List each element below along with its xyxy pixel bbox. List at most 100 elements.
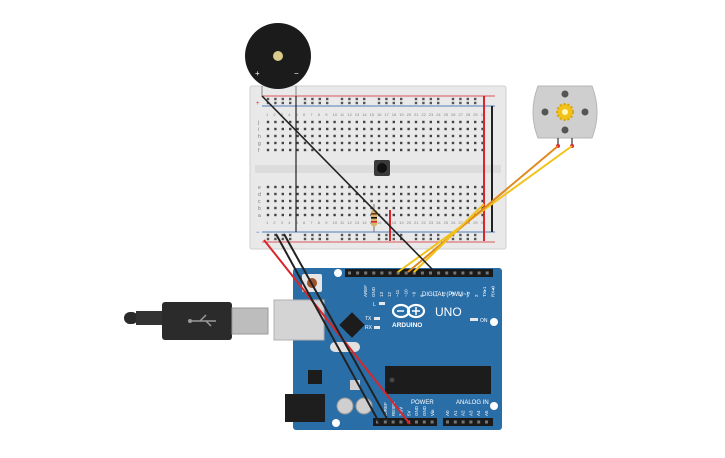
breadboard-hole[interactable] — [318, 185, 321, 189]
breadboard-hole[interactable] — [281, 120, 284, 124]
header-pin[interactable] — [477, 271, 481, 275]
breadboard-hole[interactable] — [422, 233, 425, 237]
breadboard-hole[interactable] — [326, 206, 329, 210]
breadboard-hole[interactable] — [355, 127, 358, 131]
breadboard-hole[interactable] — [466, 141, 469, 145]
breadboard-hole[interactable] — [355, 134, 358, 138]
header-pin[interactable] — [380, 271, 384, 275]
breadboard-hole[interactable] — [363, 185, 366, 189]
breadboard-hole[interactable] — [326, 192, 329, 196]
breadboard-hole[interactable] — [385, 185, 388, 189]
breadboard-hole[interactable] — [326, 148, 329, 152]
breadboard-hole[interactable] — [466, 237, 469, 241]
breadboard-hole[interactable] — [437, 192, 440, 196]
breadboard-hole[interactable] — [333, 148, 336, 152]
breadboard-hole[interactable] — [340, 206, 344, 210]
breadboard-hole[interactable] — [377, 134, 381, 138]
breadboard-hole[interactable] — [340, 233, 344, 237]
breadboard-hole[interactable] — [281, 185, 284, 189]
breadboard-hole[interactable] — [274, 233, 277, 237]
breadboard-hole[interactable] — [333, 141, 336, 145]
breadboard-hole[interactable] — [466, 127, 469, 131]
breadboard-hole[interactable] — [296, 206, 299, 210]
breadboard-hole[interactable] — [348, 192, 351, 196]
wire-red-5v[interactable] — [263, 239, 411, 425]
breadboard-hole[interactable] — [400, 134, 403, 138]
breadboard-hole[interactable] — [444, 192, 447, 196]
header-pin[interactable] — [376, 420, 379, 424]
breadboard-hole[interactable] — [444, 120, 447, 124]
breadboard-hole[interactable] — [466, 213, 469, 217]
breadboard-hole[interactable] — [451, 192, 455, 196]
wire-black-buzzer-signal[interactable] — [261, 95, 436, 273]
breadboard-hole[interactable] — [326, 213, 329, 217]
breadboard-hole[interactable] — [414, 213, 418, 217]
breadboard-hole[interactable] — [289, 127, 292, 131]
breadboard-hole[interactable] — [311, 97, 314, 101]
breadboard-hole[interactable] — [414, 237, 418, 241]
push-button-cap[interactable] — [377, 163, 387, 173]
breadboard-hole[interactable] — [474, 199, 477, 203]
breadboard-hole[interactable] — [429, 237, 432, 241]
breadboard-hole[interactable] — [296, 134, 299, 138]
breadboard-hole[interactable] — [385, 199, 388, 203]
breadboard-hole[interactable] — [363, 101, 366, 105]
breadboard-hole[interactable] — [392, 127, 395, 131]
breadboard-hole[interactable] — [318, 233, 321, 237]
breadboard-hole[interactable] — [355, 185, 358, 189]
breadboard-hole[interactable] — [303, 101, 307, 105]
breadboard-hole[interactable] — [340, 134, 344, 138]
breadboard-hole[interactable] — [340, 148, 344, 152]
breadboard-hole[interactable] — [303, 120, 307, 124]
breadboard-hole[interactable] — [481, 185, 484, 189]
breadboard-hole[interactable] — [303, 185, 307, 189]
breadboard-hole[interactable] — [311, 148, 314, 152]
breadboard-hole[interactable] — [303, 127, 307, 131]
breadboard-hole[interactable] — [429, 141, 432, 145]
breadboard-hole[interactable] — [407, 206, 410, 210]
breadboard-hole[interactable] — [444, 134, 447, 138]
breadboard-hole[interactable] — [407, 213, 410, 217]
breadboard-hole[interactable] — [459, 141, 462, 145]
breadboard-hole[interactable] — [318, 134, 321, 138]
breadboard-hole[interactable] — [303, 237, 307, 241]
breadboard-hole[interactable] — [385, 148, 388, 152]
breadboard-hole[interactable] — [414, 97, 418, 101]
breadboard-hole[interactable] — [318, 206, 321, 210]
push-button[interactable] — [374, 160, 390, 176]
breadboard-hole[interactable] — [311, 233, 314, 237]
breadboard-hole[interactable] — [385, 206, 388, 210]
breadboard-hole[interactable] — [451, 134, 455, 138]
breadboard-hole[interactable] — [363, 120, 366, 124]
breadboard-hole[interactable] — [318, 141, 321, 145]
breadboard-hole[interactable] — [348, 233, 351, 237]
breadboard-hole[interactable] — [437, 120, 440, 124]
breadboard-hole[interactable] — [363, 97, 366, 101]
breadboard-hole[interactable] — [348, 213, 351, 217]
breadboard-hole[interactable] — [414, 206, 418, 210]
breadboard-hole[interactable] — [459, 148, 462, 152]
breadboard-hole[interactable] — [392, 206, 395, 210]
breadboard-hole[interactable] — [474, 206, 477, 210]
breadboard-hole[interactable] — [429, 206, 432, 210]
breadboard-hole[interactable] — [385, 101, 388, 105]
breadboard-hole[interactable] — [481, 199, 484, 203]
breadboard-hole[interactable] — [385, 233, 388, 237]
breadboard-hole[interactable] — [474, 233, 477, 237]
breadboard-hole[interactable] — [326, 199, 329, 203]
breadboard-hole[interactable] — [281, 148, 284, 152]
breadboard-hole[interactable] — [385, 141, 388, 145]
breadboard-hole[interactable] — [474, 141, 477, 145]
breadboard-hole[interactable] — [311, 134, 314, 138]
breadboard-hole[interactable] — [363, 237, 366, 241]
breadboard-hole[interactable] — [377, 127, 381, 131]
breadboard-hole[interactable] — [377, 148, 381, 152]
breadboard-hole[interactable] — [289, 134, 292, 138]
breadboard-hole[interactable] — [355, 237, 358, 241]
breadboard-hole[interactable] — [318, 213, 321, 217]
breadboard-hole[interactable] — [459, 134, 462, 138]
breadboard-hole[interactable] — [355, 192, 358, 196]
breadboard-hole[interactable] — [311, 127, 314, 131]
dc-motor[interactable] — [532, 85, 598, 148]
